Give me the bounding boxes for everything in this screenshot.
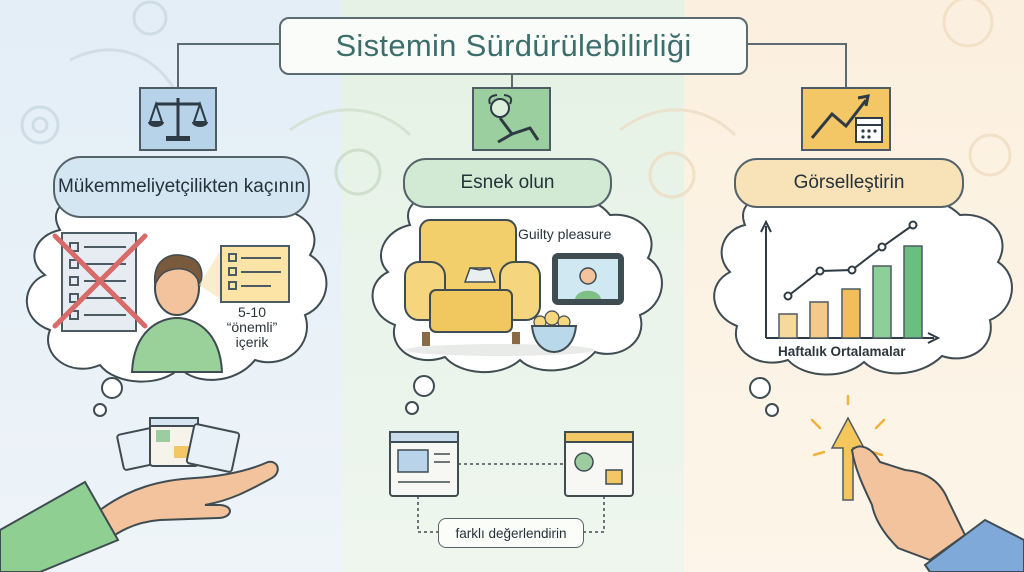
hand-holding-cards-icon [0,417,279,572]
thought-list-icon [199,245,290,303]
upward-arrow-icon [810,394,886,501]
person-avatar [130,254,224,373]
compare-cards-icon [389,431,634,533]
content-count-word: içerik [235,334,269,350]
pointing-hand-icon [850,445,1024,572]
heading-be-flexible: Esnek olun [403,158,612,208]
evaluate-differently-label: farklı değerlendirin [438,518,584,548]
guilty-pleasure-label: Guilty pleasure [518,226,612,242]
background-gear-icon [20,0,1012,199]
heading-avoid-perfectionism: Mükemmeliyetçilikten kaçının [53,156,310,218]
trend-chart-calendar-icon [801,87,891,151]
page-title: Sistemin Sürdürülebilirliği [279,17,748,75]
armchair-icon [404,219,595,356]
heading-visualize: Görselleştirin [734,158,964,208]
balance-scale-icon [139,87,217,151]
tablet-video-icon [552,253,624,305]
content-count-range: 5-10 [237,304,267,320]
relaxing-person-icon [472,87,551,151]
weekly-averages-label: Haftalık Ortalamalar [778,344,906,359]
popcorn-bowl-icon [530,310,578,354]
content-count-quote: “önemli” [226,319,278,335]
weekly-averages-chart [760,219,941,344]
checklist-crossed-icon [52,232,148,332]
content-count-note: 5-10 “önemli” içerik [222,305,282,350]
